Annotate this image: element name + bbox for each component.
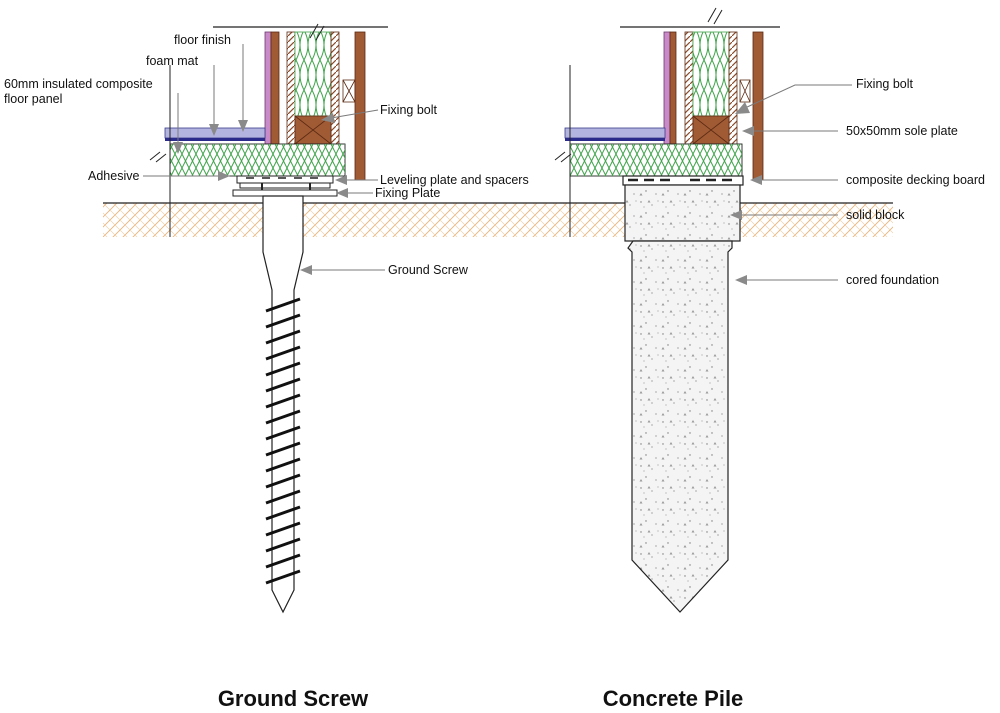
right-floor-build-up: [554, 65, 743, 237]
screw-thread: [265, 505, 301, 521]
screw-thread: [265, 393, 301, 409]
left-leaders: [143, 44, 385, 275]
label-insulated-panel-line1: 60mm insulated composite: [4, 77, 153, 91]
screw-thread: [265, 489, 301, 505]
screw-thread: [265, 553, 301, 569]
leveling-plate-and-fixing-plate: [232, 175, 338, 197]
screw-thread: [265, 521, 301, 537]
screw-thread: [265, 313, 301, 329]
composite-decking-board: [622, 175, 744, 186]
caption-concrete-pile: Concrete Pile: [603, 686, 744, 711]
screw-thread: [265, 441, 301, 457]
ground-screw: [262, 195, 304, 614]
label-adhesive: Adhesive: [88, 169, 139, 183]
screw-thread: [265, 425, 301, 441]
label-insulated-panel-line2: floor panel: [4, 92, 62, 106]
label-solid-block: solid block: [846, 208, 905, 222]
left-wall-section: [213, 23, 388, 181]
screw-thread: [265, 329, 301, 345]
label-fixing-bolt-right: Fixing bolt: [856, 77, 913, 91]
solid-block: [624, 184, 741, 242]
screw-thread: [265, 537, 301, 553]
screw-thread: [265, 569, 301, 585]
screw-thread: [265, 457, 301, 473]
label-fixing-bolt-left: Fixing bolt: [380, 103, 437, 117]
label-cored-foundation: cored foundation: [846, 273, 939, 287]
label-floor-finish: floor finish: [174, 33, 231, 47]
label-sole-plate: 50x50mm sole plate: [846, 124, 958, 138]
cored-foundation-pile: [627, 240, 733, 613]
caption-ground-screw: Ground Screw: [218, 686, 369, 711]
ground-surface: [103, 202, 893, 237]
label-leveling-plate: Leveling plate and spacers: [380, 173, 529, 187]
label-foam-mat: foam mat: [146, 54, 199, 68]
screw-thread: [265, 409, 301, 425]
screw-thread: [265, 361, 301, 377]
right-leaders: [730, 84, 852, 285]
label-fixing-plate: Fixing Plate: [375, 186, 440, 200]
screw-thread: [265, 297, 301, 313]
screw-thread: [265, 473, 301, 489]
screw-thread: [265, 345, 301, 361]
left-labels: floor finish foam mat 60mm insulated com…: [4, 33, 529, 277]
right-labels: Fixing bolt 50x50mm sole plate composite…: [846, 77, 985, 287]
label-ground-screw: Ground Screw: [388, 263, 469, 277]
label-composite-decking: composite decking board: [846, 173, 985, 187]
screw-thread: [265, 377, 301, 393]
